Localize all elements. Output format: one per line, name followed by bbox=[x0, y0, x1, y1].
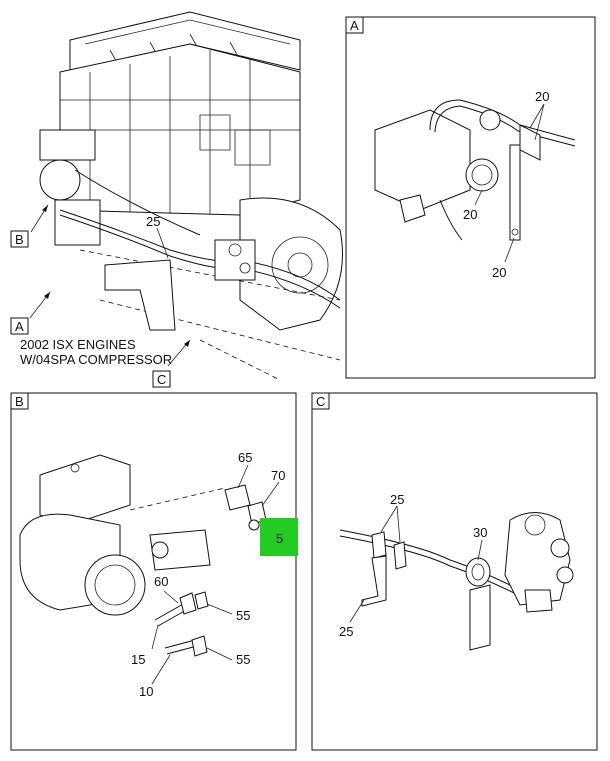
valve-cluster bbox=[214, 239, 256, 281]
connector-55-top bbox=[194, 591, 209, 610]
detail-view-b: B 5 65 70 60 55 15 bbox=[10, 392, 298, 751]
detail-view-c: C 25 30 25 bbox=[311, 392, 598, 751]
callout-20-bottom: 20 bbox=[492, 265, 506, 280]
view-b-tag bbox=[10, 392, 29, 410]
view-a-marker bbox=[10, 317, 29, 335]
view-c-tag-label: C bbox=[316, 394, 325, 409]
view-a-housing bbox=[374, 109, 471, 211]
detail-view-a: A 20 20 20 bbox=[345, 16, 596, 379]
callout-20-top: 20 bbox=[535, 89, 549, 104]
view-b-governor bbox=[149, 529, 211, 571]
fitting-65 bbox=[224, 484, 251, 511]
bracket-25 bbox=[361, 555, 387, 607]
callout-55-bottom: 55 bbox=[236, 652, 250, 667]
callout-15: 15 bbox=[131, 652, 145, 667]
callout-30: 30 bbox=[473, 525, 487, 540]
compressor-body bbox=[39, 159, 81, 201]
callout-55-top: 55 bbox=[236, 608, 250, 623]
view-a-marker-label: A bbox=[15, 319, 24, 334]
view-a-bracket bbox=[509, 144, 521, 241]
support-bracket bbox=[104, 259, 176, 331]
flywheel-housing bbox=[239, 197, 343, 331]
clip-25-left bbox=[371, 531, 387, 559]
view-a-tag bbox=[345, 16, 364, 34]
view-c-marker bbox=[152, 370, 171, 388]
callout-60: 60 bbox=[154, 574, 168, 589]
view-c-marker-label: C bbox=[157, 372, 166, 387]
callout-5: 5 bbox=[276, 531, 283, 546]
callout-20-mid: 20 bbox=[463, 207, 477, 222]
view-b-marker bbox=[10, 230, 29, 248]
view-a-tag-label: A bbox=[350, 18, 359, 33]
view-b-compressor-head bbox=[39, 454, 131, 526]
callout-70: 70 bbox=[271, 468, 285, 483]
engine-overview: 25 B A C 2002 ISX ENGINES W/04SPA COMPRE… bbox=[10, 11, 343, 388]
connector-55-bottom bbox=[191, 635, 208, 657]
view-b-frame bbox=[10, 392, 297, 751]
caption-line-2: W/04SPA COMPRESSOR bbox=[20, 352, 172, 367]
callout-10: 10 bbox=[139, 684, 153, 699]
callout-25-main: 25 bbox=[146, 214, 160, 229]
compressor-head bbox=[39, 129, 96, 161]
view-c-tag bbox=[311, 392, 330, 410]
highlighted-part-5[interactable] bbox=[260, 518, 298, 556]
callout-65: 65 bbox=[238, 450, 252, 465]
caption-line-1: 2002 ISX ENGINES bbox=[20, 337, 136, 352]
callout-25-top: 25 bbox=[390, 492, 404, 507]
grommet-30 bbox=[465, 557, 491, 587]
view-c-frame bbox=[311, 392, 598, 751]
clip-25-right bbox=[393, 541, 407, 570]
callout-25-bottom: 25 bbox=[339, 624, 353, 639]
elbow-60 bbox=[179, 592, 197, 615]
view-b-tag-label: B bbox=[15, 394, 24, 409]
engine-block bbox=[59, 43, 301, 216]
view-b-marker-label: B bbox=[15, 232, 24, 247]
view-a-frame bbox=[345, 16, 596, 379]
